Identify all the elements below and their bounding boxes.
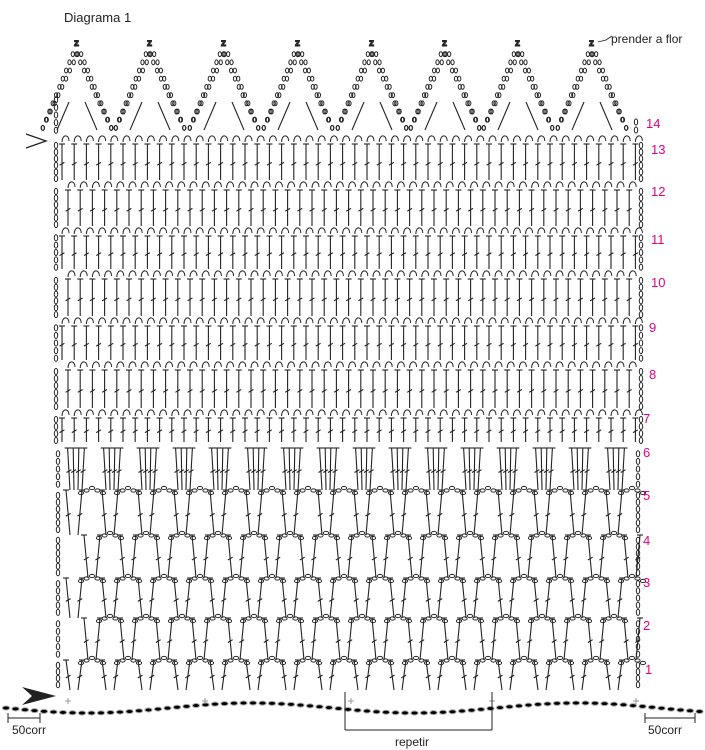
repeat-label: repetir xyxy=(395,735,429,749)
attach-marker: z xyxy=(369,38,374,49)
attach-marker: z xyxy=(515,38,520,49)
attach-marker: z xyxy=(295,38,300,49)
row-number-6: 6 xyxy=(643,445,650,460)
foundation-chain xyxy=(2,698,703,715)
row-number-9: 9 xyxy=(649,320,656,335)
row-number-2: 2 xyxy=(643,618,650,633)
attach-marker: z xyxy=(74,38,79,49)
attach-marker: z xyxy=(221,38,226,49)
row-number-5: 5 xyxy=(643,488,650,503)
attach-marker: z xyxy=(589,38,594,49)
attach-label: prender a flor xyxy=(611,32,682,46)
repeat-bracket: repetir xyxy=(345,692,492,749)
row-number-10: 10 xyxy=(651,275,665,290)
chain-scale-left: 50corr xyxy=(8,713,46,737)
diagram-title: Diagrama 1 xyxy=(64,10,131,25)
row-number-7: 7 xyxy=(643,411,650,426)
row-number-13: 13 xyxy=(651,142,665,157)
row-number-3: 3 xyxy=(643,575,650,590)
row-number-12: 12 xyxy=(651,184,665,199)
chain-left-label: 50corr xyxy=(12,723,46,737)
attach-annotation: prender a flor xyxy=(598,32,682,46)
row-number-1: 1 xyxy=(645,662,652,677)
start-arrow-bottom xyxy=(22,687,56,705)
chain-right-label: 50corr xyxy=(648,723,682,737)
row-number-8: 8 xyxy=(649,367,656,382)
start-arrow-top xyxy=(26,134,46,148)
attach-marker: z xyxy=(147,38,152,49)
row-number-14: 14 xyxy=(646,116,660,131)
row-number-11: 11 xyxy=(651,232,665,247)
chain-scale-right: 50corr xyxy=(645,713,695,737)
row-number-4: 4 xyxy=(643,533,650,548)
attach-marker: z xyxy=(442,38,447,49)
